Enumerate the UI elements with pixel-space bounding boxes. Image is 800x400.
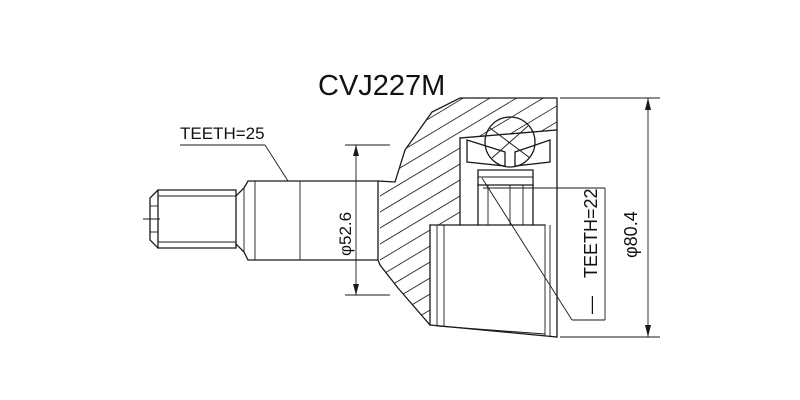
outer-teeth-label: TEETH=25 [180, 124, 265, 143]
shaft-diameter-dimension: φ52.6 [336, 144, 390, 296]
thread-end [143, 189, 237, 249]
shaft-diameter-label: φ52.6 [336, 212, 355, 256]
bell-housing [377, 97, 558, 338]
splined-shaft [235, 180, 379, 261]
inner-teeth-label: TEETH=22 [581, 188, 601, 278]
outer-diameter-label: φ80.4 [621, 211, 641, 258]
outer-diameter-dimension: φ80.4 [560, 97, 660, 338]
inner-teeth-marker: — [581, 296, 601, 314]
outer-teeth-callout: TEETH=25 [180, 124, 289, 182]
inner-teeth-callout: TEETH=22 — [481, 177, 606, 321]
part-number-title: CVJ227M [318, 70, 445, 102]
inner-race-assembly [466, 116, 551, 226]
